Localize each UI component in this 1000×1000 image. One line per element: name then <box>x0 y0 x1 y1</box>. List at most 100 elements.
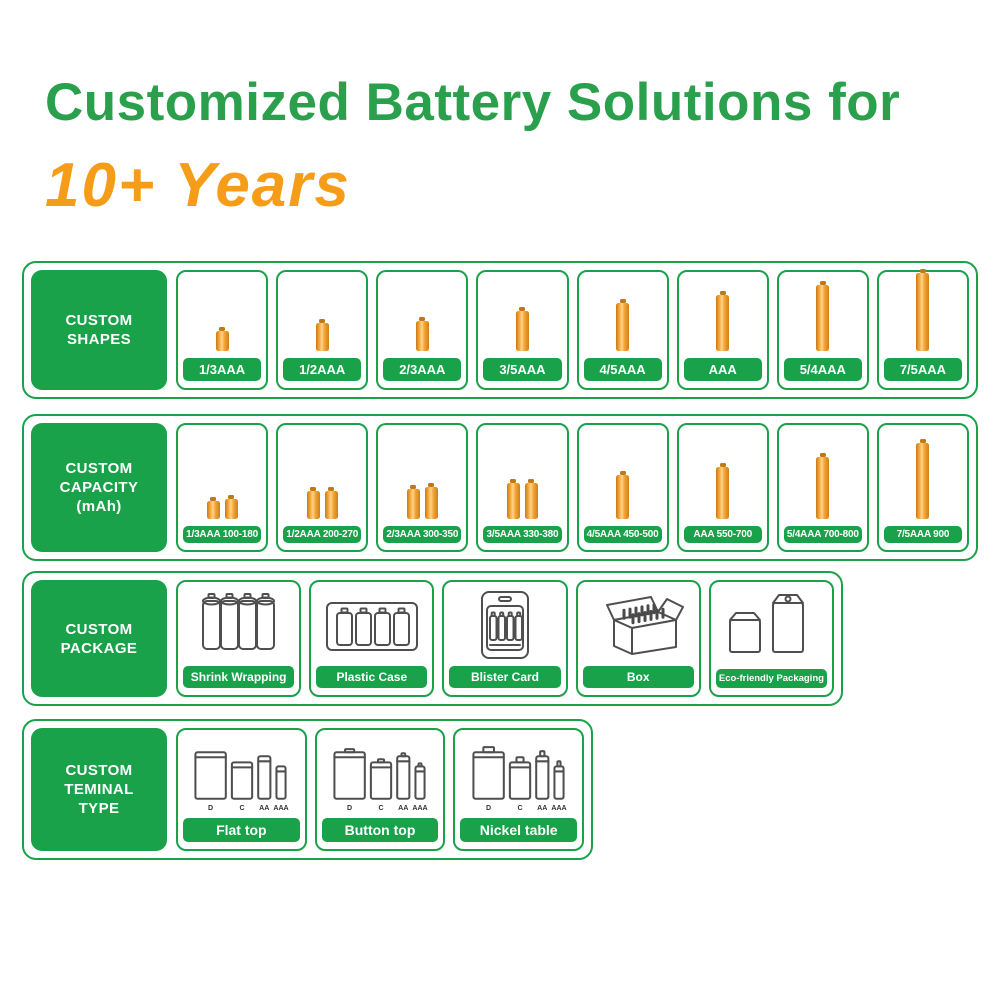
box-icon <box>606 596 685 655</box>
svg-text:AAA: AAA <box>551 803 566 811</box>
custom-capacity-title: CUSTOM CAPACITY (mAh) <box>31 423 167 552</box>
battery-icon <box>224 499 238 519</box>
card-label: Shrink Wrapping <box>183 666 295 688</box>
battery-icon <box>916 443 930 519</box>
svg-text:D: D <box>486 803 491 811</box>
svg-text:AA: AA <box>260 803 270 811</box>
card-label: 1/3AAA 100-180 <box>183 526 262 543</box>
plastic-case-icon <box>325 602 418 651</box>
custom-shapes-card: 1/2AAA <box>276 270 369 390</box>
row-title-line: TYPE <box>78 800 120 817</box>
battery-icon <box>616 475 630 519</box>
row-title-line: CUSTOM <box>65 312 133 329</box>
svg-text:C: C <box>517 803 522 811</box>
row-title-line: PACKAGE <box>60 639 138 657</box>
svg-text:C: C <box>378 803 383 811</box>
card-illustration <box>178 425 266 526</box>
card-label: 3/5AAA 330-380 <box>483 526 562 543</box>
custom-capacity-card: 7/5AAA 900 <box>876 423 969 552</box>
svg-text:AAA: AAA <box>412 803 427 811</box>
custom-package-section: CUSTOM PACKAGE Shrink Wrapping Plastic C… <box>22 571 843 706</box>
svg-text:AAA: AAA <box>274 803 289 811</box>
card-label: 1/2AAA 200-270 <box>283 526 362 543</box>
battery-icon <box>816 457 830 519</box>
row-title-line: TEMINAL <box>64 781 134 798</box>
custom-capacity-card: 4/5AAA 450-500 <box>576 423 669 552</box>
custom-capacity-card: 1/2AAA 200-270 <box>276 423 369 552</box>
row-title-line: (mAh) <box>76 498 122 515</box>
page-title: Customized Battery Solutions for <box>45 73 901 132</box>
svg-text:AA: AA <box>398 803 408 811</box>
row-title-line: CUSTOM <box>65 460 133 477</box>
card-illustration <box>478 272 566 358</box>
battery-icon <box>916 273 930 351</box>
card-illustration <box>378 272 466 358</box>
card-label: 5/4AAA <box>783 358 862 381</box>
card-label: 5/4AAA 700-800 <box>783 526 862 543</box>
custom-shapes-card: 2/3AAA <box>376 270 469 390</box>
custom-package-card: Box <box>575 580 701 697</box>
card-illustration <box>278 272 366 358</box>
battery-icon <box>816 285 830 351</box>
shrink-wrapping-icon <box>201 593 275 650</box>
card-label: 4/5AAA 450-500 <box>583 526 662 543</box>
custom-package-card: Eco-friendly Packaging <box>708 580 835 697</box>
custom-shapes-card: AAA <box>676 270 769 390</box>
battery-icon <box>716 467 730 519</box>
card-label: AAA 550-700 <box>683 526 762 543</box>
custom-shapes-card: 1/3AAA <box>176 270 269 390</box>
card-label: Plastic Case <box>316 666 428 688</box>
battery-icon <box>406 489 420 519</box>
battery-icon <box>415 321 429 351</box>
card-label: 1/2AAA <box>283 358 362 381</box>
card-label: Blister Card <box>449 666 561 688</box>
custom-capacity-card: AAA 550-700 <box>676 423 769 552</box>
card-illustration <box>679 425 767 526</box>
custom-shapes-card: 7/5AAA <box>876 270 969 390</box>
card-illustration <box>879 425 967 526</box>
card-label: Nickel table <box>460 818 578 842</box>
card-label: 7/5AAA 900 <box>883 526 962 543</box>
custom-package-card: Blister Card <box>442 580 568 697</box>
row-title-line: CUSTOM <box>65 620 133 638</box>
battery-icon <box>215 331 229 351</box>
card-illustration <box>679 272 767 358</box>
card-illustration <box>378 425 466 526</box>
custom-package-cards: Shrink Wrapping Plastic Case Blister Car… <box>176 580 835 697</box>
card-illustration <box>711 582 832 669</box>
battery-icon <box>424 487 438 519</box>
card-illustration <box>779 425 867 526</box>
card-label: AAA <box>683 358 762 381</box>
custom-shapes-card: 4/5AAA <box>576 270 669 390</box>
card-illustration <box>444 582 565 666</box>
svg-text:D: D <box>347 803 352 811</box>
battery-icon <box>524 483 538 519</box>
card-label: 2/3AAA <box>383 358 462 381</box>
svg-text:D: D <box>208 803 213 811</box>
card-illustration <box>278 425 366 526</box>
custom-shapes-title: CUSTOM SHAPES <box>31 270 167 390</box>
card-label: Button top <box>321 818 439 842</box>
custom-package-card: Plastic Case <box>309 580 435 697</box>
card-label: 4/5AAA <box>583 358 662 381</box>
battery-icon <box>506 483 520 519</box>
card-illustration <box>578 582 699 666</box>
card-label: Flat top <box>183 818 300 842</box>
svg-text:C: C <box>240 803 245 811</box>
blister-card-icon <box>481 591 529 659</box>
row-title-line: CAPACITY <box>59 479 139 496</box>
card-illustration <box>311 582 432 666</box>
card-illustration <box>178 272 266 358</box>
card-label: 1/3AAA <box>183 358 262 381</box>
